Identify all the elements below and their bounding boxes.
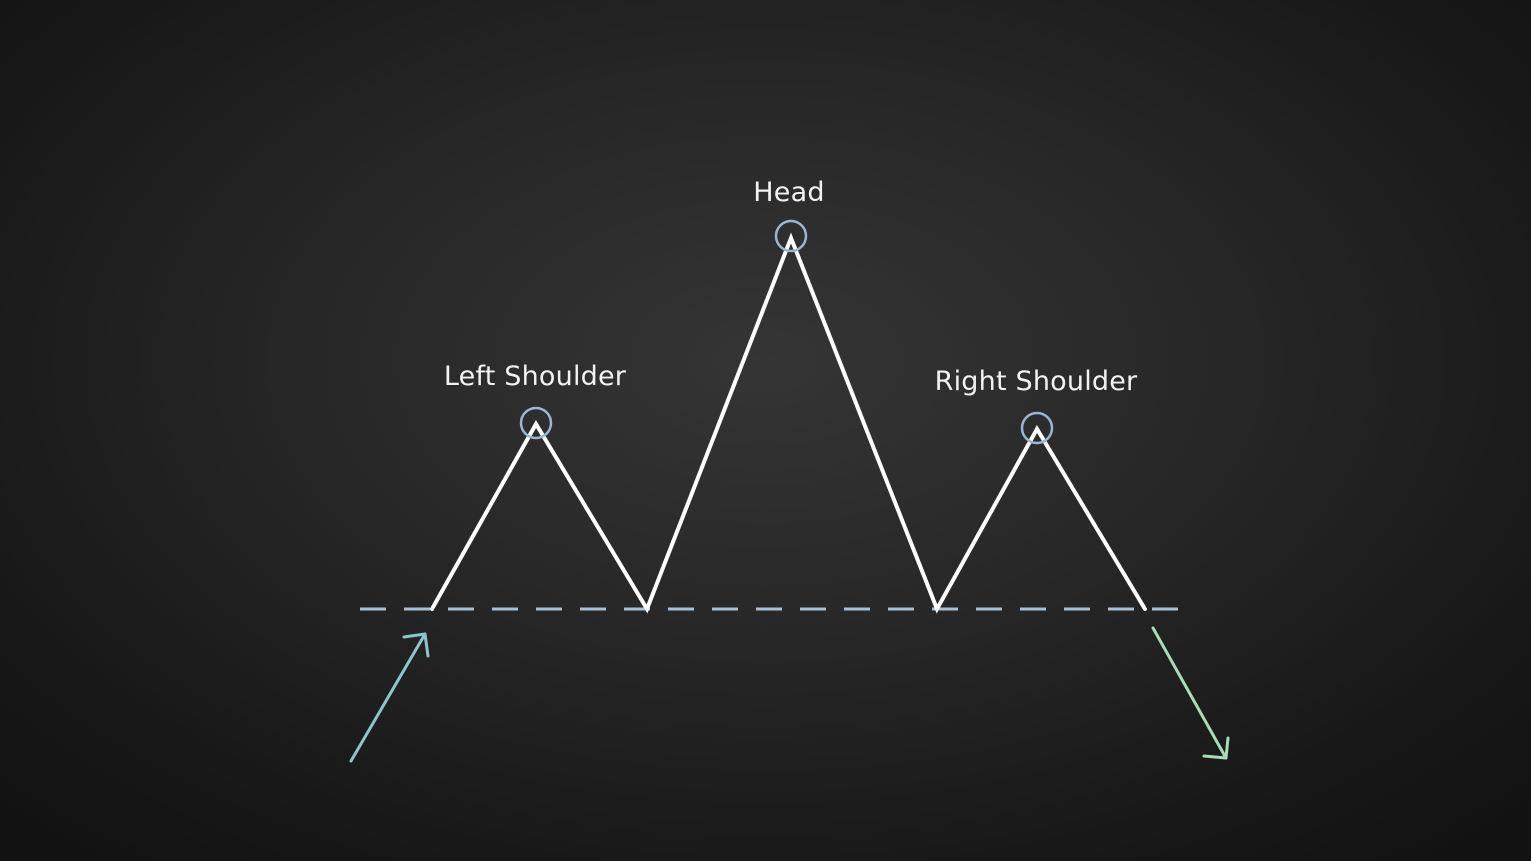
head-peak-marker xyxy=(774,219,808,253)
downtrend-arrow-icon xyxy=(1151,626,1230,760)
right-shoulder-label: Right Shoulder xyxy=(935,366,1138,397)
uptrend-arrow-icon xyxy=(349,632,430,763)
left-shoulder-label: Left Shoulder xyxy=(444,361,627,392)
head-label: Head xyxy=(753,177,824,208)
left-shoulder-peak-marker xyxy=(519,406,553,440)
right-shoulder-peak-marker xyxy=(1020,411,1054,445)
price-path-line xyxy=(430,232,1147,614)
